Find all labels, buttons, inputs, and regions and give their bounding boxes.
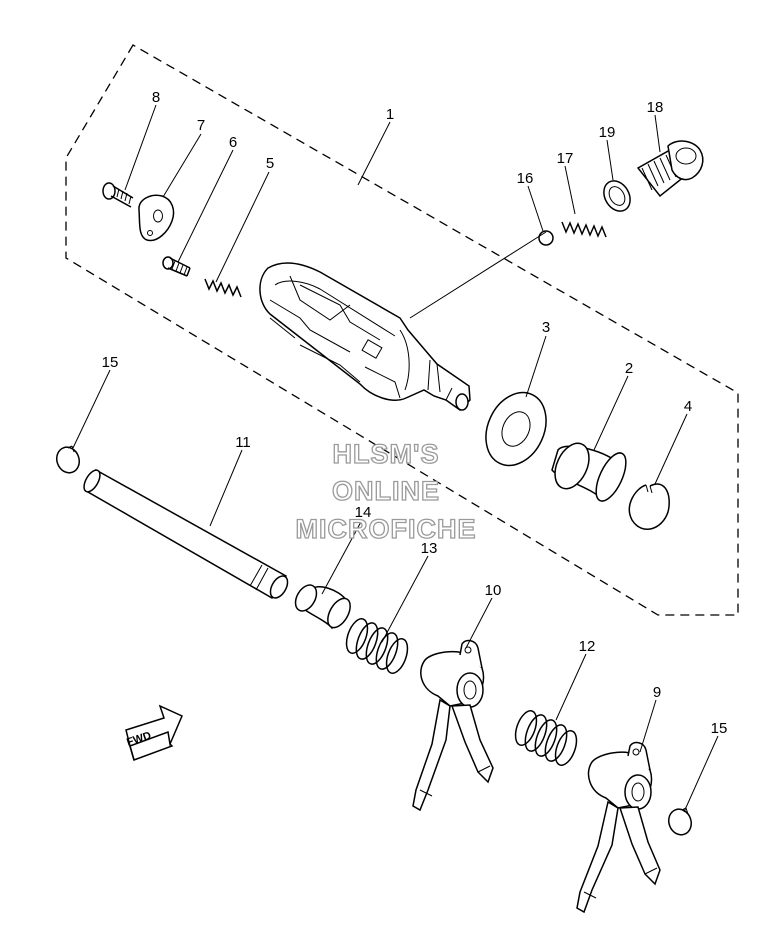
part-4-circlip <box>628 483 670 530</box>
callout-5: 5 <box>266 155 274 172</box>
callout-9: 9 <box>653 684 661 701</box>
fwd-arrow-icon: FWD <box>125 704 183 761</box>
part-17-spring <box>561 221 607 238</box>
callout-14: 14 <box>355 504 372 521</box>
watermark: HLSM'S ONLINE MICROFICHE <box>295 438 477 544</box>
callout-10: 10 <box>485 582 502 599</box>
callout-15b: 15 <box>711 720 728 737</box>
part-5-spring <box>204 278 242 298</box>
callout-3: 3 <box>542 319 550 336</box>
callout-18: 18 <box>647 99 664 116</box>
callout-13: 13 <box>421 540 438 557</box>
callout-6: 6 <box>229 134 237 151</box>
callout-17: 17 <box>557 150 574 167</box>
part-8-screw <box>102 182 134 208</box>
watermark-line-1: HLSM'S <box>333 439 440 469</box>
callout-12: 12 <box>579 638 596 655</box>
part-1-shift-drum <box>259 262 471 411</box>
watermark-line-2: ONLINE <box>332 476 440 506</box>
callout-19: 19 <box>599 124 616 141</box>
part-6-bolt <box>162 256 191 277</box>
part-9-shift-fork <box>576 741 661 914</box>
callout-1: 1 <box>386 106 394 123</box>
assembly-outline <box>65 44 739 616</box>
callout-8: 8 <box>152 89 160 106</box>
callout-2: 2 <box>625 360 633 377</box>
callout-15a: 15 <box>102 354 119 371</box>
part-3-washer <box>485 391 547 467</box>
part-15b-clip <box>667 807 693 836</box>
part-12-spring <box>514 710 578 766</box>
leader-lines <box>72 104 719 813</box>
part-14-bush <box>294 584 351 630</box>
part-16-ball <box>538 230 554 246</box>
callout-numbers: 1 2 3 4 5 6 7 8 9 10 11 12 13 14 15 15 1… <box>102 89 728 737</box>
part-10-shift-fork <box>412 639 494 812</box>
callout-4: 4 <box>684 398 692 415</box>
part-13-spring <box>345 618 409 674</box>
part-2-collar <box>551 442 627 502</box>
callout-7: 7 <box>197 117 205 134</box>
part-18-plug <box>636 140 704 198</box>
callout-16: 16 <box>517 170 534 187</box>
callout-11: 11 <box>235 434 251 451</box>
watermark-line-3: MICROFICHE <box>296 514 477 544</box>
part-7-plate <box>138 194 175 242</box>
part-15a-clip <box>55 445 81 474</box>
part-11-shaft <box>83 468 289 600</box>
part-19-washer <box>603 180 631 212</box>
